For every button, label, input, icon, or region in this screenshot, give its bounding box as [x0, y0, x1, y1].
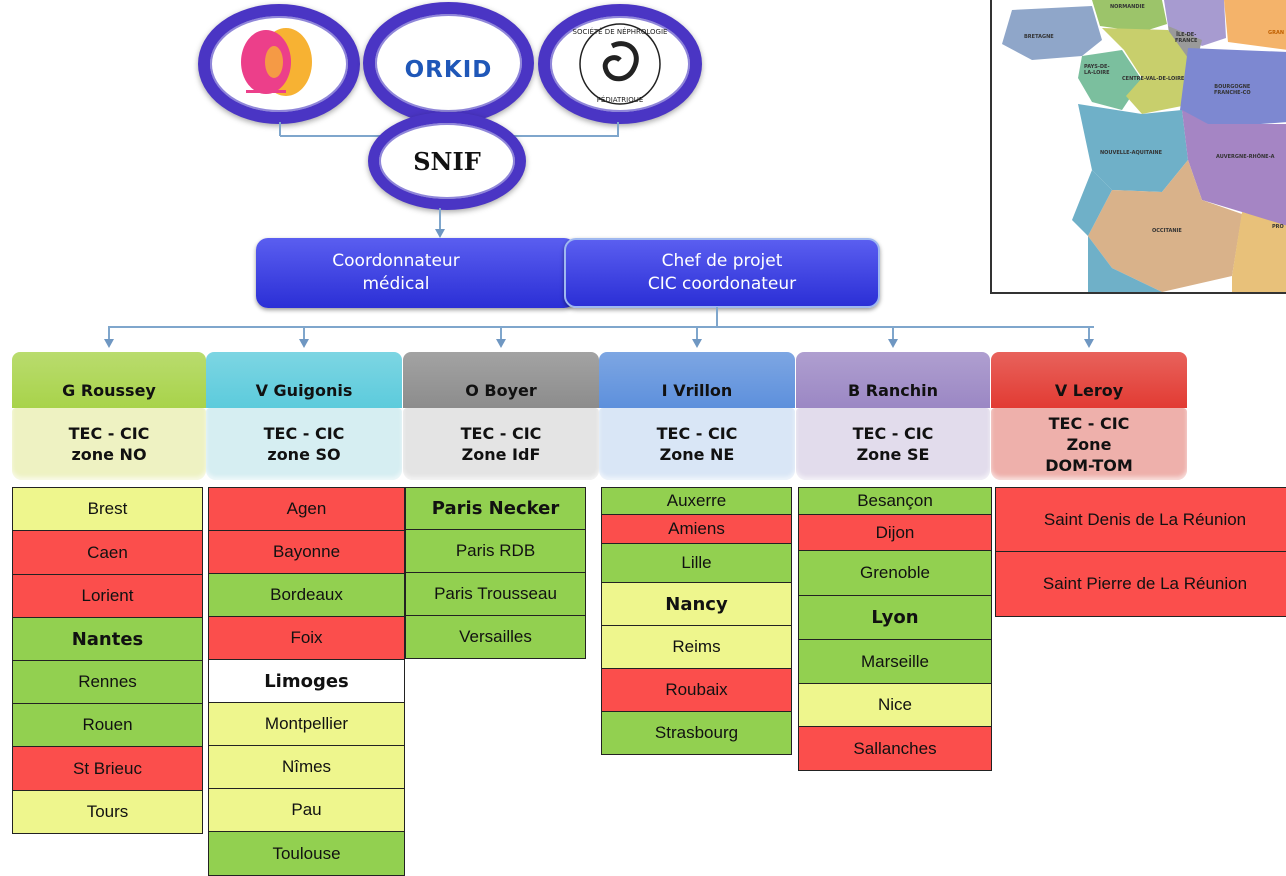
city-cell: Auxerre [601, 487, 792, 515]
zone-lead-name: V Guigonis [206, 352, 402, 408]
map-label-nouvelle-aquitaine: NOUVELLE-AQUITAINE [1100, 150, 1163, 156]
map-label-pays-de-la-loire: PAYS-DE- LA-LOIRE [1084, 64, 1110, 76]
arrow-down-icon [299, 339, 309, 348]
city-cell: Toulouse [208, 832, 405, 876]
map-label-paca: PRO [1272, 224, 1284, 230]
map-label-centre: CENTRE-VAL-DE-LOIRE [1122, 76, 1185, 82]
map-label-bretagne: BRETAGNE [1024, 34, 1054, 40]
city-cell: Nancy [601, 583, 792, 626]
city-cell: Foix [208, 617, 405, 660]
orkid-logo: ORKID [363, 2, 534, 124]
zone-team-label: TEC - CIC zone NO [12, 408, 206, 480]
city-cell: Agen [208, 487, 405, 531]
connector [716, 307, 718, 327]
orkid-text: ORKID [404, 57, 493, 83]
map-label-grand-est: GRAN [1268, 30, 1285, 36]
city-cell: Reims [601, 626, 792, 669]
city-cell: Lille [601, 544, 792, 583]
city-cell: Limoges [208, 660, 405, 703]
city-cell: Pau [208, 789, 405, 832]
city-cell: Lorient [12, 575, 203, 618]
connector [500, 326, 502, 340]
connector [1088, 326, 1090, 340]
kidney-icon [241, 28, 312, 96]
svg-text:PÉDIATRIQUE: PÉDIATRIQUE [597, 95, 644, 104]
zone-team-label: TEC - CIC Zone DOM-TOM [991, 408, 1187, 480]
city-cell: Brest [12, 487, 203, 531]
connector [279, 122, 281, 136]
zone-team-label: TEC - CIC Zone IdF [403, 408, 599, 480]
city-cell: Strasbourg [601, 712, 792, 755]
zone-team-label: TEC - CIC zone SO [206, 408, 402, 480]
city-cell: Roubaix [601, 669, 792, 712]
city-cell: Nice [798, 684, 992, 727]
map-label-occitanie: OCCITANIE [1152, 228, 1182, 234]
coordinator-medical-box: Coordonnateur médical [256, 238, 576, 308]
connector [439, 208, 441, 230]
snif-text: SNIF [413, 147, 481, 176]
city-cell: Marseille [798, 640, 992, 684]
city-cell: Saint Pierre de La Réunion [995, 552, 1286, 617]
city-cell: Tours [12, 791, 203, 834]
arrow-down-icon [888, 339, 898, 348]
svg-text:SOCIÉTÉ DE NÉPHROLOGIE: SOCIÉTÉ DE NÉPHROLOGIE [573, 27, 668, 36]
city-cell: Nantes [12, 618, 203, 661]
map-label-normandie: NORMANDIE [1110, 4, 1145, 10]
france-regions-map: NORMANDIE ÎLE-DE- FRANCE BRETAGNE PAYS-D… [990, 0, 1286, 294]
city-cell: Saint Denis de La Réunion [995, 487, 1286, 552]
snp-seal-icon: SOCIÉTÉ DE NÉPHROLOGIE PÉDIATRIQUE [573, 23, 668, 105]
snif-logo: SNIF [368, 112, 526, 210]
connector [108, 326, 1094, 328]
city-cell: Caen [12, 531, 203, 575]
arrow-down-icon [692, 339, 702, 348]
city-cell: Versailles [405, 616, 586, 659]
project-lead-box: Chef de projet CIC coordonateur [564, 238, 880, 308]
zone-lead-name: O Boyer [403, 352, 599, 408]
city-cell: Rouen [12, 704, 203, 747]
zone-lead-name: V Leroy [991, 352, 1187, 408]
zone-lead-name: G Roussey [12, 352, 206, 408]
zone-lead-name: I Vrillon [599, 352, 795, 408]
zone-team-label: TEC - CIC Zone NE [599, 408, 795, 480]
city-cell: Nîmes [208, 746, 405, 789]
city-cell: Amiens [601, 515, 792, 544]
connector [696, 326, 698, 340]
connector [108, 326, 110, 340]
city-cell: Dijon [798, 515, 992, 551]
city-cell: Sallanches [798, 727, 992, 771]
map-label-idf: ÎLE-DE- FRANCE [1175, 32, 1198, 44]
connector [892, 326, 894, 340]
city-cell: Paris Necker [405, 487, 586, 530]
arrow-down-icon [496, 339, 506, 348]
city-cell: Besançon [798, 487, 992, 515]
city-cell: St Brieuc [12, 747, 203, 791]
arrow-down-icon [104, 339, 114, 348]
city-cell: Lyon [798, 596, 992, 640]
zone-team-label: TEC - CIC Zone SE [796, 408, 990, 480]
map-label-auvergne: AUVERGNE-RHÔNE-A [1216, 154, 1275, 160]
city-cell: Rennes [12, 661, 203, 704]
arrow-down-icon [435, 229, 445, 238]
connector [303, 326, 305, 340]
city-cell: Grenoble [798, 551, 992, 596]
connector [617, 122, 619, 136]
city-cell: Bordeaux [208, 574, 405, 617]
city-cell: Bayonne [208, 531, 405, 574]
city-cell: Montpellier [208, 703, 405, 746]
city-cell: Paris RDB [405, 530, 586, 573]
city-cell: Paris Trousseau [405, 573, 586, 616]
map-label-bourgogne: BOURGOGNE FRANCHE-CO [1214, 84, 1251, 96]
snp-logo: SOCIÉTÉ DE NÉPHROLOGIE PÉDIATRIQUE [538, 4, 702, 124]
kidney-logo [198, 4, 360, 124]
arrow-down-icon [1084, 339, 1094, 348]
france-map-icon [992, 0, 1286, 292]
zone-lead-name: B Ranchin [796, 352, 990, 408]
